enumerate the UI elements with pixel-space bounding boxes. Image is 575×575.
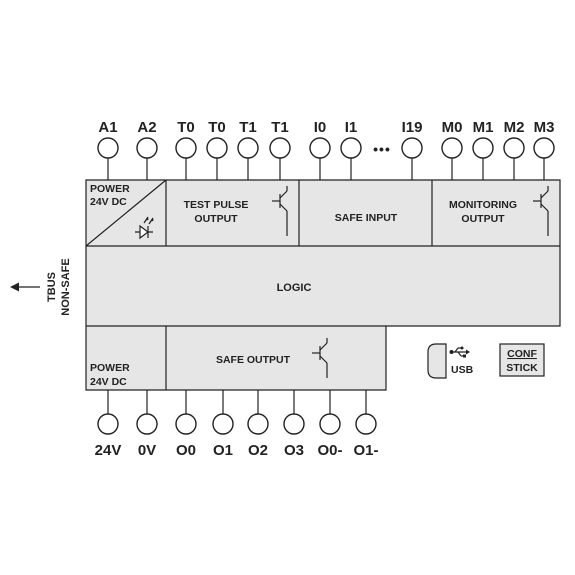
terminal-24v bbox=[97, 413, 119, 435]
power-top-label-2: 24V DC bbox=[90, 196, 127, 208]
terminal-i19 bbox=[401, 137, 423, 159]
terminal-label-t1: T1 bbox=[239, 119, 257, 136]
usb-symbol-icon bbox=[449, 346, 470, 358]
terminal-label-i19: I19 bbox=[402, 119, 423, 136]
test-pulse-label-2: OUTPUT bbox=[194, 213, 238, 225]
terminal-label-o3: O3 bbox=[284, 442, 304, 459]
monitoring-label-1: MONITORING bbox=[449, 199, 517, 211]
terminal-label-24v: 24V bbox=[95, 442, 122, 459]
terminal-t1 bbox=[237, 137, 259, 159]
terminal-m3 bbox=[533, 137, 555, 159]
terminal-o3 bbox=[283, 413, 305, 435]
non-safe-label: NON-SAFE bbox=[60, 258, 72, 315]
terminal-t1 bbox=[269, 137, 291, 159]
terminal-label-t1: T1 bbox=[271, 119, 289, 136]
top-terminal-group: A1 A2 T0 T0 T1 T1 I0 I1 I19 M0 M1 M2 M3 bbox=[97, 119, 555, 180]
led-icon bbox=[135, 216, 154, 240]
stick-label: STICK bbox=[506, 362, 538, 374]
safe-output-label: SAFE OUTPUT bbox=[216, 354, 291, 366]
bottom-terminal-group: 24V 0V O0 O1 O2 O3 O0- O1- bbox=[95, 390, 379, 459]
terminal-m0 bbox=[441, 137, 463, 159]
usb-label: USB bbox=[451, 364, 474, 376]
terminal-label-o2: O2 bbox=[248, 442, 268, 459]
transistor-icon bbox=[312, 338, 328, 378]
terminal-label-a1: A1 bbox=[98, 119, 117, 136]
terminal-m2 bbox=[503, 137, 525, 159]
power-bottom-label-2: 24V DC bbox=[90, 376, 127, 388]
terminal-o1-neg bbox=[355, 413, 377, 435]
terminal-label-m1: M1 bbox=[473, 119, 494, 136]
terminal-label-a2: A2 bbox=[137, 119, 156, 136]
terminal-label-o1: O1 bbox=[213, 442, 233, 459]
tbus-label: TBUS bbox=[46, 272, 58, 302]
terminal-0v bbox=[136, 413, 158, 435]
terminal-label-m2: M2 bbox=[504, 119, 525, 136]
terminal-label-i0: I0 bbox=[314, 119, 327, 136]
terminal-o2 bbox=[247, 413, 269, 435]
power-top-label-1: POWER bbox=[90, 183, 130, 195]
terminal-label-m0: M0 bbox=[442, 119, 463, 136]
terminal-a2 bbox=[136, 137, 158, 159]
terminal-label-o0-neg: O0- bbox=[317, 442, 342, 459]
terminal-label-0v: 0V bbox=[138, 442, 156, 459]
monitoring-label-2: OUTPUT bbox=[461, 213, 505, 225]
terminal-label-t0: T0 bbox=[177, 119, 195, 136]
safe-input-label: SAFE INPUT bbox=[335, 212, 398, 224]
usb-port-icon bbox=[427, 343, 447, 379]
test-pulse-label-1: TEST PULSE bbox=[184, 199, 249, 211]
power-diagonal bbox=[85, 179, 167, 247]
terminal-m1 bbox=[472, 137, 494, 159]
conf-label: CONF bbox=[507, 348, 537, 360]
terminal-label-t0: T0 bbox=[208, 119, 226, 136]
terminal-t0 bbox=[206, 137, 228, 159]
terminal-i1 bbox=[340, 137, 362, 159]
terminal-t0 bbox=[175, 137, 197, 159]
terminal-a1 bbox=[97, 137, 119, 159]
arrow-left-icon bbox=[10, 282, 40, 292]
transistor-icon bbox=[533, 186, 549, 236]
logic-label: LOGIC bbox=[277, 282, 312, 294]
terminal-label-o0: O0 bbox=[176, 442, 196, 459]
conf-stick-slot bbox=[499, 343, 545, 377]
terminal-label-i1: I1 bbox=[345, 119, 358, 136]
transistor-icon bbox=[272, 186, 288, 236]
terminal-label-m3: M3 bbox=[534, 119, 555, 136]
terminal-o0-neg bbox=[319, 413, 341, 435]
terminal-label-o1-neg: O1- bbox=[353, 442, 378, 459]
power-bottom-label-1: POWER bbox=[90, 362, 130, 374]
input-ellipsis: ••• bbox=[373, 141, 391, 157]
terminal-i0 bbox=[309, 137, 331, 159]
terminal-o0 bbox=[175, 413, 197, 435]
terminal-o1 bbox=[212, 413, 234, 435]
